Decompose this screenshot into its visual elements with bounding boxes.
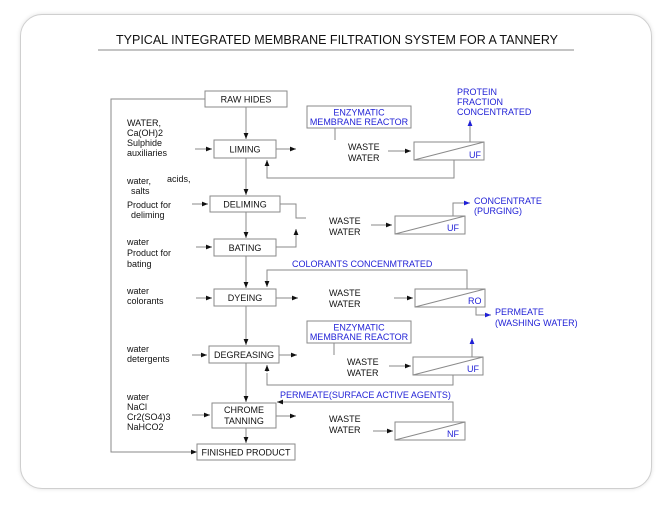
deliming-out-line [280,203,306,219]
svg-text:MEMBRANE REACTOR: MEMBRANE REACTOR [310,117,409,127]
svg-text:WATER: WATER [329,425,361,435]
svg-text:WASTE: WASTE [329,288,361,298]
svg-text:Cr2(SO4)3: Cr2(SO4)3 [127,412,171,422]
svg-text:water: water [126,286,149,296]
bypass-line [110,98,205,453]
svg-text:RO: RO [468,296,482,306]
svg-text:salts: salts [131,186,150,196]
permeate-line [475,307,484,316]
bating-out-line [276,232,297,248]
svg-text:UF: UF [469,150,481,160]
svg-text:CONCENTRATE: CONCENTRATE [474,196,542,206]
svg-text:WATER,: WATER, [127,118,161,128]
step-deliming: DELIMING [209,195,281,213]
svg-text:Product for: Product for [127,248,171,258]
ro-membrane: RO [414,288,486,308]
svg-text:WASTE: WASTE [329,414,361,424]
inputs-dyeing: water colorants [126,286,164,306]
diagram-title: TYPICAL INTEGRATED MEMBRANE FILTRATION S… [116,33,559,47]
step-raw-hides: RAW HIDES [204,90,288,108]
output-protein: PROTEIN FRACTION CONCENTRATED [457,87,532,117]
svg-text:NF: NF [447,429,459,439]
step-liming: LIMING [213,139,277,159]
waste-water-degreasing: WASTE WATER [347,357,379,378]
svg-text:colorants: colorants [127,296,164,306]
svg-text:LIMING: LIMING [229,145,260,155]
svg-text:Product for: Product for [127,200,171,210]
waste-water-dyeing: WASTE WATER [329,288,361,309]
svg-text:ENZYMATIC: ENZYMATIC [333,323,385,333]
output-permeate-washing: PERMEATE (WASHING WATER) [495,307,578,328]
uf-membrane-3: UF [412,356,484,376]
svg-text:TANNING: TANNING [224,416,264,426]
svg-text:WATER: WATER [348,153,380,163]
svg-text:acids,: acids, [167,174,191,184]
inputs-liming: WATER, Ca(OH)2 Sulphide auxiliaries [127,118,168,158]
svg-text:FRACTION: FRACTION [457,97,503,107]
diagram-frame [20,14,652,489]
svg-text:Ca(OH)2: Ca(OH)2 [127,128,163,138]
svg-text:CHROME: CHROME [224,405,264,415]
svg-text:PERMEATE: PERMEATE [495,307,544,317]
svg-text:ENZYMATIC: ENZYMATIC [333,108,385,118]
step-degreasing: DEGREASING [208,345,280,364]
svg-text:water: water [126,344,149,354]
svg-text:UF: UF [447,223,459,233]
colorants-recycle-line [266,269,468,289]
svg-text:WASTE: WASTE [347,357,379,367]
inputs-chrome-tanning: water NaCl Cr2(SO4)3 NaHCO2 [126,392,171,432]
waste-water-liming: WASTE WATER [348,142,380,163]
svg-text:auxiliaries: auxiliaries [127,148,168,158]
reactor-box-2: ENZYMATIC MEMBRANE REACTOR [306,320,412,344]
svg-text:(WASHING WATER): (WASHING WATER) [495,318,578,328]
svg-text:water,: water, [126,176,151,186]
degreasing-recycle-line [266,373,454,386]
svg-text:Sulphide: Sulphide [127,138,162,148]
svg-text:UF: UF [467,364,479,374]
svg-text:detergents: detergents [127,354,170,364]
step-chrome-tanning: CHROME TANNING [211,402,277,429]
svg-text:PROTEIN: PROTEIN [457,87,497,97]
nf-membrane: NF [394,421,466,441]
svg-text:WATER: WATER [347,368,379,378]
svg-text:WATER: WATER [329,299,361,309]
step-finished-product: FINISHED PRODUCT [196,443,296,461]
svg-text:MEMBRANE REACTOR: MEMBRANE REACTOR [310,332,409,342]
surface-recycle-line [282,401,454,421]
uf-membrane-1: UF [413,141,485,161]
svg-text:bating: bating [127,259,152,269]
inputs-bating: water Product for bating [126,237,171,269]
svg-text:water: water [126,237,149,247]
svg-text:BATING: BATING [229,243,262,253]
svg-text:CONCENTRATED: CONCENTRATED [457,107,532,117]
svg-text:WASTE: WASTE [329,216,361,226]
uf-membrane-2: UF [394,215,466,235]
liming-recycle-line [266,160,455,179]
svg-text:DEGREASING: DEGREASING [214,350,274,360]
output-permeate-surface: PERMEATE(SURFACE ACTIVE AGENTS) [280,390,451,400]
svg-text:DYEING: DYEING [228,293,263,303]
svg-text:deliming: deliming [131,210,165,220]
svg-text:(PURGING): (PURGING) [474,206,522,216]
step-bating: BATING [213,238,277,257]
concentrate-line [452,202,466,216]
svg-text:DELIMING: DELIMING [223,200,267,210]
svg-text:water: water [126,392,149,402]
svg-text:WASTE: WASTE [348,142,380,152]
svg-text:WATER: WATER [329,227,361,237]
step-dyeing: DYEING [213,288,277,307]
svg-text:NaCl: NaCl [127,402,147,412]
svg-text:NaHCO2: NaHCO2 [127,422,164,432]
output-concentrate: CONCENTRATE (PURGING) [474,196,542,216]
inputs-degreasing: water detergents [126,344,170,364]
waste-water-deliming: WASTE WATER [329,216,361,237]
reactor-box-1: ENZYMATIC MEMBRANE REACTOR [306,105,412,129]
waste-water-chrome: WASTE WATER [329,414,361,435]
svg-text:FINISHED PRODUCT: FINISHED PRODUCT [201,448,291,458]
svg-text:RAW HIDES: RAW HIDES [221,95,272,105]
inputs-deliming: water, salts acids, Product for deliming [126,174,191,220]
output-colorants: COLORANTS CONCENMTRATED [292,259,433,269]
